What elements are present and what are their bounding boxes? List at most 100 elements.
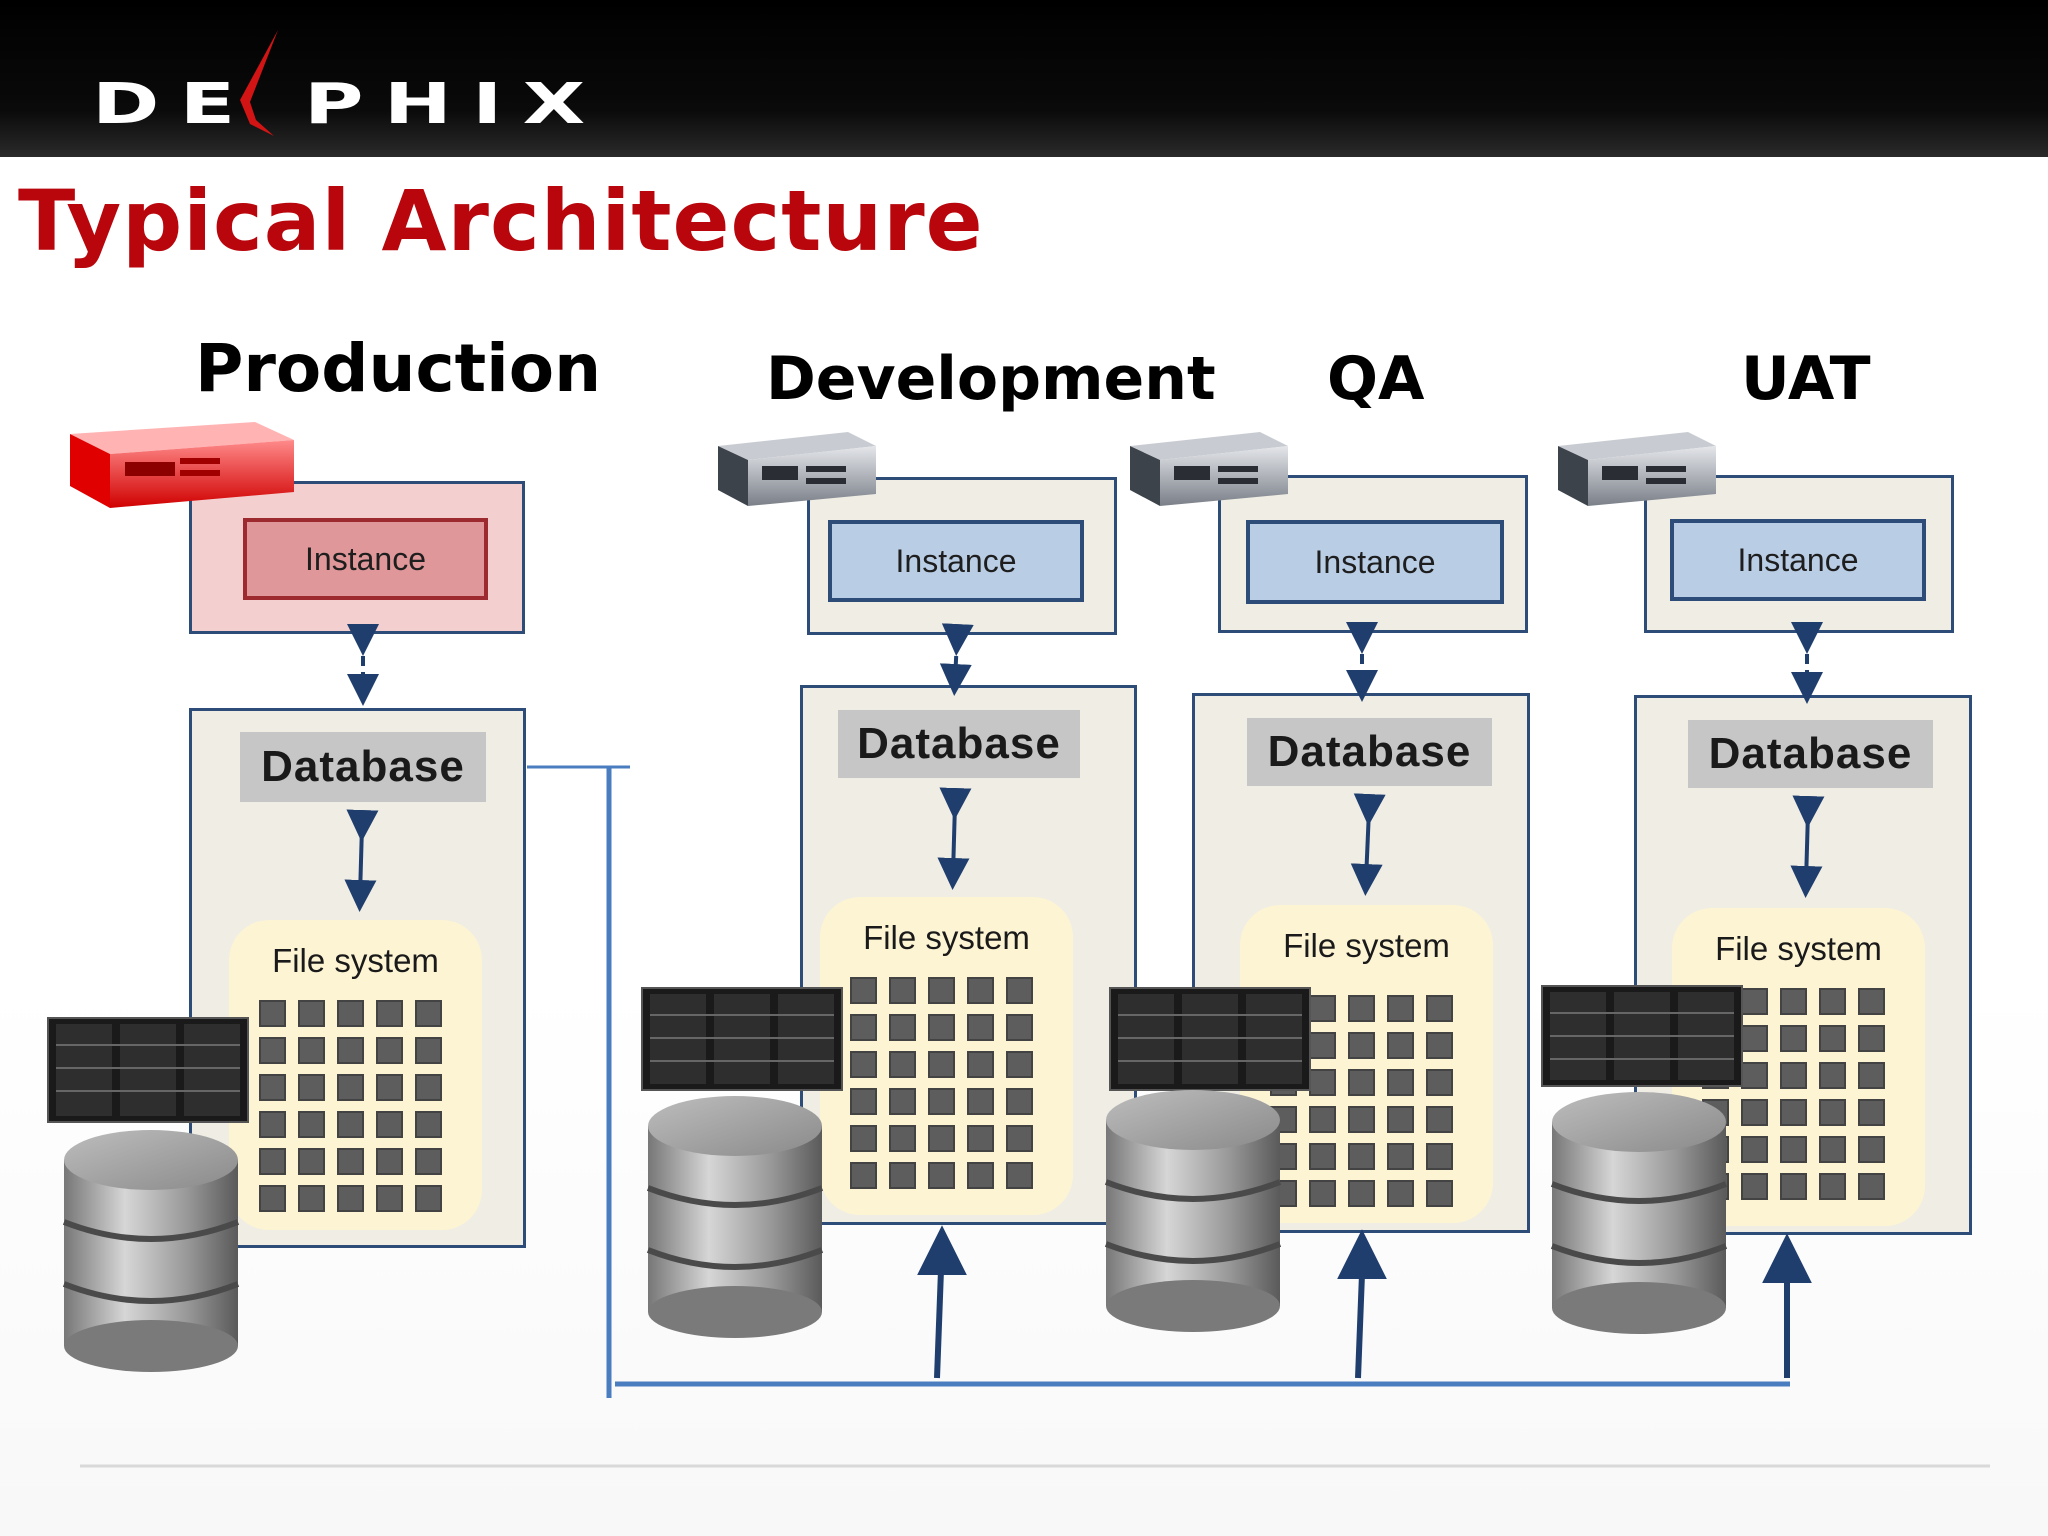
block bbox=[415, 1000, 442, 1027]
page-title: Typical Architecture bbox=[18, 172, 984, 270]
block bbox=[259, 1000, 286, 1027]
block bbox=[967, 1162, 994, 1189]
block bbox=[1819, 1025, 1846, 1052]
block bbox=[1387, 995, 1414, 1022]
block bbox=[1741, 1173, 1768, 1200]
storage-array-icon bbox=[1541, 985, 1743, 1087]
block bbox=[967, 1014, 994, 1041]
block bbox=[967, 1125, 994, 1152]
database-cylinder-icon bbox=[62, 1130, 240, 1372]
block bbox=[337, 1000, 364, 1027]
block bbox=[337, 1111, 364, 1138]
block bbox=[1780, 1136, 1807, 1163]
block bbox=[1858, 988, 1885, 1015]
block bbox=[850, 1162, 877, 1189]
logo-text: DE PHIX bbox=[92, 72, 606, 137]
heading-development: Development bbox=[766, 344, 1216, 414]
block bbox=[889, 1125, 916, 1152]
block bbox=[1780, 1173, 1807, 1200]
database-cylinder-icon bbox=[1104, 1090, 1282, 1332]
block bbox=[376, 1074, 403, 1101]
block bbox=[337, 1148, 364, 1175]
block bbox=[1780, 988, 1807, 1015]
block bbox=[928, 1051, 955, 1078]
block bbox=[1858, 1136, 1885, 1163]
block bbox=[1006, 1125, 1033, 1152]
block bbox=[298, 1000, 325, 1027]
qa-instance[interactable]: Instance bbox=[1246, 520, 1504, 604]
block bbox=[928, 977, 955, 1004]
server-gray-icon bbox=[1558, 432, 1716, 506]
block bbox=[376, 1148, 403, 1175]
block bbox=[850, 1088, 877, 1115]
block bbox=[1387, 1143, 1414, 1170]
block bbox=[259, 1185, 286, 1212]
block bbox=[1348, 1032, 1375, 1059]
flame-icon bbox=[240, 30, 278, 136]
block bbox=[376, 1037, 403, 1064]
block bbox=[1309, 995, 1336, 1022]
block bbox=[1426, 1069, 1453, 1096]
qa-filesystem-label: File system bbox=[1283, 927, 1450, 964]
development-filesystem[interactable]: File system bbox=[820, 897, 1073, 1215]
block bbox=[889, 1051, 916, 1078]
block bbox=[1006, 1162, 1033, 1189]
block bbox=[1780, 1025, 1807, 1052]
header-bar: DE PHIX bbox=[0, 0, 2048, 157]
block bbox=[259, 1037, 286, 1064]
block bbox=[298, 1148, 325, 1175]
block bbox=[259, 1074, 286, 1101]
block bbox=[1858, 1173, 1885, 1200]
production-filesystem-blocks bbox=[259, 1000, 442, 1212]
copy-connector bbox=[527, 765, 1790, 1398]
development-filesystem-label: File system bbox=[863, 919, 1030, 956]
storage-array-icon bbox=[641, 987, 843, 1091]
delphix-logo: DE PHIX bbox=[92, 28, 585, 138]
block bbox=[1426, 1143, 1453, 1170]
block bbox=[1348, 995, 1375, 1022]
block bbox=[298, 1074, 325, 1101]
block bbox=[298, 1111, 325, 1138]
block bbox=[415, 1111, 442, 1138]
block bbox=[1819, 988, 1846, 1015]
block bbox=[415, 1148, 442, 1175]
production-filesystem[interactable]: File system bbox=[229, 920, 482, 1230]
block bbox=[1387, 1180, 1414, 1207]
block bbox=[928, 1162, 955, 1189]
development-instance[interactable]: Instance bbox=[828, 520, 1084, 602]
block bbox=[850, 1125, 877, 1152]
block bbox=[1819, 1136, 1846, 1163]
production-database-label[interactable]: Database bbox=[240, 732, 486, 802]
block bbox=[889, 977, 916, 1004]
development-database-label[interactable]: Database bbox=[838, 710, 1080, 778]
block bbox=[1348, 1106, 1375, 1133]
heading-qa: QA bbox=[1327, 344, 1425, 414]
block bbox=[337, 1037, 364, 1064]
block bbox=[928, 1125, 955, 1152]
block bbox=[1348, 1143, 1375, 1170]
qa-database-label[interactable]: Database bbox=[1247, 718, 1492, 786]
block bbox=[1858, 1099, 1885, 1126]
uat-instance[interactable]: Instance bbox=[1670, 519, 1926, 601]
database-cylinder-icon bbox=[1550, 1092, 1728, 1334]
block bbox=[415, 1185, 442, 1212]
double-arrow-icon bbox=[344, 787, 1825, 912]
uat-database-label[interactable]: Database bbox=[1688, 720, 1933, 788]
block bbox=[1858, 1062, 1885, 1089]
double-arrow-icon bbox=[347, 622, 1823, 706]
storage-array-icon bbox=[1109, 987, 1311, 1091]
block bbox=[376, 1111, 403, 1138]
block bbox=[1819, 1173, 1846, 1200]
server-red-icon bbox=[70, 422, 294, 508]
block bbox=[1006, 1051, 1033, 1078]
block bbox=[376, 1185, 403, 1212]
block bbox=[415, 1074, 442, 1101]
block bbox=[337, 1074, 364, 1101]
block bbox=[928, 1014, 955, 1041]
production-instance[interactable]: Instance bbox=[243, 518, 488, 600]
heading-production: Production bbox=[195, 330, 602, 407]
block bbox=[967, 1051, 994, 1078]
block bbox=[1741, 1136, 1768, 1163]
uat-filesystem-label: File system bbox=[1715, 930, 1882, 967]
block bbox=[259, 1111, 286, 1138]
